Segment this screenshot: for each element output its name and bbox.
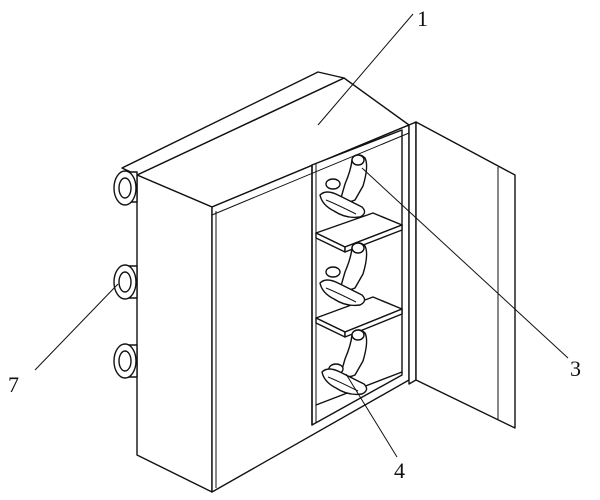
hook-assembly-bottom	[321, 329, 368, 396]
leader-line-1	[317, 13, 414, 126]
hook-assembly-middle	[319, 242, 368, 307]
label-1: 1	[417, 6, 428, 31]
pipe-connector-middle	[113, 264, 138, 300]
cabinet-door	[408, 121, 516, 429]
door-panel	[415, 121, 516, 429]
leader-line-3	[361, 167, 569, 359]
slipper-bottom	[321, 368, 368, 396]
pipe-connector-top	[113, 170, 138, 206]
label-3: 3	[570, 356, 581, 381]
label-7: 7	[8, 372, 19, 397]
hook-assembly-top	[319, 154, 368, 219]
cabinet-left-face	[136, 174, 213, 493]
leader-line-4	[345, 373, 398, 458]
clamp-ring	[325, 178, 341, 190]
leader-line-7	[34, 283, 119, 371]
pipe-connectors	[113, 170, 138, 379]
leader-lines	[34, 13, 569, 458]
label-4: 4	[394, 458, 405, 483]
slipper-top	[319, 191, 366, 219]
slipper-middle	[319, 279, 366, 307]
cabinet-body	[121, 71, 410, 493]
pipe-connector-bottom	[113, 343, 138, 379]
